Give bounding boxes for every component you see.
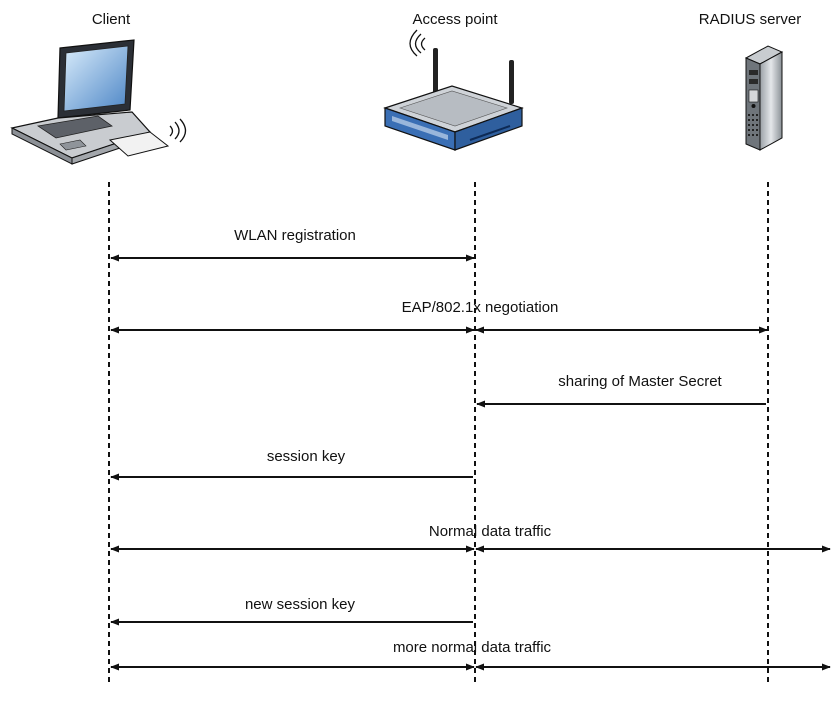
msg-label-eap-negotiation: EAP/802.1x negotiation	[402, 299, 559, 316]
msg-label-more-normal-data-traffic: more normal data traffic	[393, 639, 552, 656]
actor-label-client: Client	[92, 11, 131, 28]
msg-label-normal-data-traffic: Normal data traffic	[429, 523, 552, 540]
msg-label-wlan-registration: WLAN registration	[234, 227, 356, 244]
server-icon	[744, 45, 784, 151]
laptop-icon	[10, 39, 187, 165]
msg-label-session-key: session key	[267, 448, 346, 465]
msg-label-master-secret: sharing of Master Secret	[558, 373, 722, 390]
msg-label-new-session-key: new session key	[245, 596, 356, 613]
router-icon	[383, 29, 524, 151]
actor-label-access-point: Access point	[412, 11, 498, 28]
actor-label-radius-server: RADIUS server	[699, 11, 802, 28]
